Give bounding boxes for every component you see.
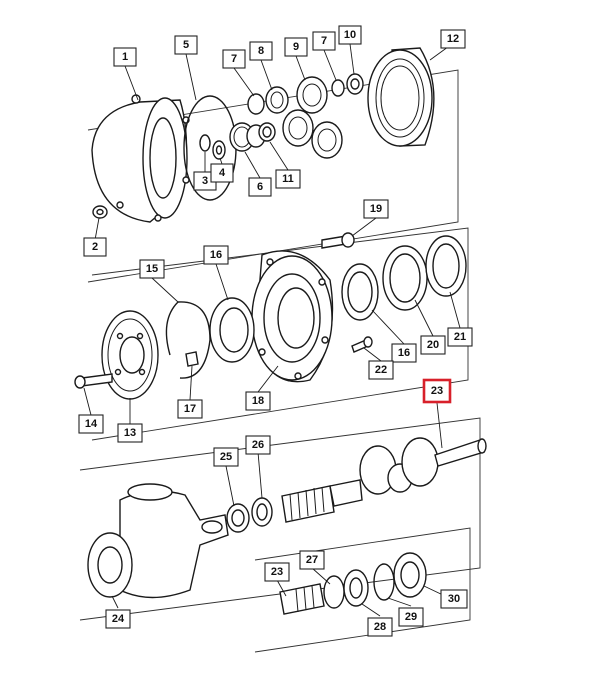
bolt-14 [74, 373, 113, 389]
sun-gear-6 [229, 122, 266, 152]
callout-23b[interactable]: 23 [264, 562, 290, 582]
washers-7-10 [331, 73, 364, 97]
svg-text:16: 16 [398, 347, 410, 359]
svg-text:10: 10 [344, 29, 356, 41]
snap-ring-29 [373, 563, 395, 601]
svg-text:3: 3 [202, 175, 208, 187]
svg-text:1: 1 [122, 51, 128, 63]
bushing-11 [258, 122, 276, 142]
callout-15[interactable]: 15 [139, 259, 165, 279]
svg-text:27: 27 [306, 554, 318, 566]
svg-text:25: 25 [220, 451, 232, 463]
svg-text:2: 2 [92, 241, 98, 253]
callout-10[interactable]: 10 [338, 25, 362, 45]
svg-text:17: 17 [184, 403, 196, 415]
callout-26[interactable]: 26 [245, 435, 271, 455]
callout-30[interactable]: 30 [440, 589, 468, 609]
callout-7b[interactable]: 7 [312, 31, 336, 51]
steering-knuckle-24 [87, 483, 229, 599]
bearing-25 [226, 503, 250, 533]
bushing-17 [185, 351, 199, 367]
svg-text:7: 7 [231, 53, 237, 65]
svg-text:21: 21 [454, 331, 466, 343]
svg-text:18: 18 [252, 395, 264, 407]
svg-text:23: 23 [431, 385, 443, 397]
callout-25[interactable]: 25 [213, 447, 239, 467]
callout-18[interactable]: 18 [245, 391, 271, 411]
svg-text:22: 22 [375, 364, 387, 376]
callout-6[interactable]: 6 [248, 177, 272, 197]
stub-shaft-23 [279, 583, 325, 615]
svg-text:11: 11 [282, 173, 294, 185]
svg-text:23: 23 [271, 566, 283, 578]
callout-16b[interactable]: 16 [391, 343, 417, 363]
universal-joint-shaft-23 [281, 437, 487, 523]
svg-text:4: 4 [219, 167, 226, 179]
callout-21[interactable]: 21 [447, 327, 473, 347]
callout-20[interactable]: 20 [420, 335, 446, 355]
svg-text:20: 20 [427, 339, 439, 351]
bearing-16-left [209, 297, 255, 363]
callout-19[interactable]: 19 [363, 199, 389, 219]
callout-4[interactable]: 4 [210, 163, 234, 183]
snap-ring-15 [165, 301, 211, 379]
sprocket-13 [101, 310, 159, 400]
leader-lines [83, 43, 461, 617]
callout-1[interactable]: 1 [113, 47, 137, 67]
svg-text:19: 19 [370, 203, 382, 215]
planet-gears-8-9 [247, 76, 343, 159]
callout-13[interactable]: 13 [117, 423, 143, 443]
callout-5[interactable]: 5 [174, 35, 198, 55]
callout-24[interactable]: 24 [105, 609, 131, 629]
callout-7a[interactable]: 7 [222, 49, 246, 69]
callout-12[interactable]: 12 [440, 29, 466, 49]
svg-text:29: 29 [405, 611, 417, 623]
ring-gear-12 [367, 47, 435, 147]
svg-text:13: 13 [124, 427, 136, 439]
callout-29[interactable]: 29 [398, 607, 424, 627]
svg-text:12: 12 [447, 33, 459, 45]
svg-text:14: 14 [85, 418, 98, 430]
bolt-22 [351, 336, 373, 353]
svg-text:8: 8 [258, 45, 264, 57]
callout-27[interactable]: 27 [299, 550, 325, 570]
svg-text:28: 28 [374, 621, 386, 633]
svg-text:16: 16 [210, 249, 222, 261]
svg-text:15: 15 [146, 263, 158, 275]
wheel-hub-18 [251, 250, 334, 383]
seal-26 [251, 497, 273, 527]
thrust-washers-3-4 [199, 134, 226, 160]
callout-28[interactable]: 28 [367, 617, 393, 637]
callout-8[interactable]: 8 [249, 41, 273, 61]
svg-text:9: 9 [293, 41, 299, 53]
callout-2[interactable]: 2 [83, 237, 107, 257]
svg-text:7: 7 [321, 35, 327, 47]
bolt-19 [321, 232, 355, 249]
bearing-27-28 [323, 569, 369, 609]
callout-9[interactable]: 9 [284, 37, 308, 57]
callout-14[interactable]: 14 [78, 414, 104, 434]
hub-cover [91, 94, 190, 223]
callout-23-highlighted[interactable]: 23 [422, 378, 452, 404]
svg-text:24: 24 [112, 613, 125, 625]
callout-11[interactable]: 11 [275, 169, 301, 189]
callout-16a[interactable]: 16 [203, 245, 229, 265]
callout-17[interactable]: 17 [177, 399, 203, 419]
plug-2 [92, 205, 108, 219]
callout-22[interactable]: 22 [368, 360, 394, 380]
seal-21 [425, 235, 467, 297]
svg-text:5: 5 [183, 39, 189, 51]
frame-bottom [254, 527, 471, 653]
svg-text:26: 26 [252, 439, 264, 451]
bearing-30 [393, 552, 427, 598]
seal-20 [382, 245, 428, 311]
callouts: 1 5 7 8 9 7 10 12 3 4 6 11 2 19 15 16 16… [78, 25, 473, 637]
seal-16-right [341, 263, 379, 321]
svg-text:30: 30 [448, 593, 460, 605]
svg-text:6: 6 [257, 181, 263, 193]
